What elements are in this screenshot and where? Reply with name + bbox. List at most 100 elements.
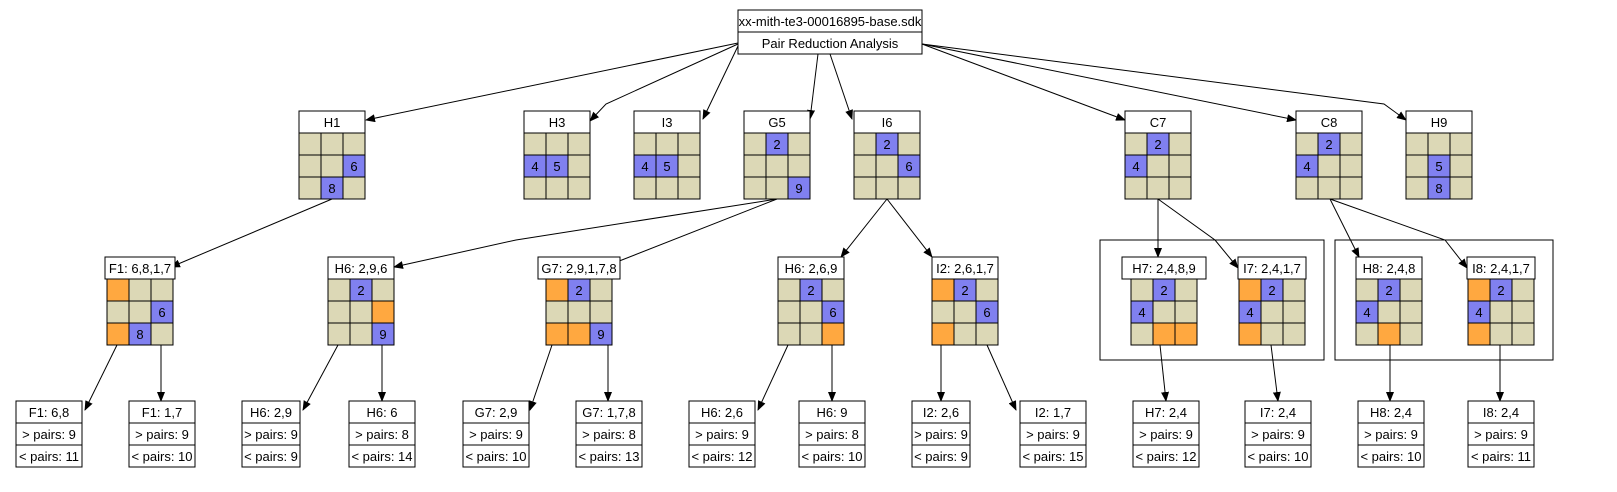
grid-node-label: H9: [1431, 115, 1448, 130]
grid-cell: [150, 322, 174, 346]
grid-cell: [975, 322, 999, 346]
grid-cell: [342, 132, 366, 156]
leaf-label: H8: 2,4: [1370, 405, 1412, 420]
grid-node-g7: G7: 2,9,1,7,829: [537, 256, 621, 346]
grid-cell: [371, 278, 395, 302]
grid-cell: [1377, 300, 1401, 324]
grid-cell: [545, 278, 569, 302]
grid-node-f1: F1: 6,8,1,768: [104, 256, 176, 346]
leaf-less-pairs: < pairs: 15: [1022, 449, 1083, 464]
edge: [986, 344, 1017, 411]
edge: [1270, 344, 1281, 402]
cell-digit: 2: [1385, 283, 1392, 298]
grid-cell: [567, 132, 591, 156]
leaf-node: G7: 1,7,8> pairs: 8< pairs: 13: [575, 400, 643, 468]
grid-cell: [1152, 300, 1176, 324]
grid-cell: [545, 300, 569, 324]
cell-digit: 4: [1138, 305, 1145, 320]
edge: [829, 53, 853, 120]
leaf-less-pairs: < pairs: 10: [1247, 449, 1308, 464]
cell-digit: 2: [807, 283, 814, 298]
leaf-node: H7: 2,4> pairs: 9< pairs: 12: [1132, 400, 1200, 468]
grid-cell: [1168, 176, 1192, 200]
grid-cell: [1467, 322, 1491, 346]
grid-cell: [875, 154, 899, 178]
grid-cell: [821, 322, 845, 346]
leaf-more-pairs: > pairs: 9: [914, 427, 968, 442]
edge: [1157, 198, 1239, 269]
leaf-less-pairs: < pairs: 11: [1471, 449, 1531, 464]
cell-digit: 2: [1160, 283, 1167, 298]
edge: [589, 43, 739, 122]
edge: [603, 198, 778, 268]
grid-cell: [633, 132, 657, 156]
grid-cell: [128, 300, 152, 324]
leaf-label: I8: 2,4: [1483, 405, 1519, 420]
leaf-node: H6: 9> pairs: 8< pairs: 10: [798, 400, 866, 468]
cell-digit: 2: [961, 283, 968, 298]
grid-node-label: I6: [882, 115, 893, 130]
grid-cell: [1168, 154, 1192, 178]
grid-cell: [523, 132, 547, 156]
edge: [365, 42, 739, 123]
edge: [1329, 198, 1360, 258]
leaf-less-pairs: < pairs: 12: [1135, 449, 1196, 464]
grid-cell: [677, 176, 701, 200]
grid-cell: [1427, 132, 1451, 156]
grid-cell: [545, 132, 569, 156]
grid-cell: [371, 300, 395, 324]
grid-cell: [1317, 154, 1341, 178]
grid-cell: [567, 322, 591, 346]
grid-cell: [1124, 176, 1148, 200]
grid-cell: [765, 176, 789, 200]
grid-cell: [743, 154, 767, 178]
grid-cell: [1449, 176, 1473, 200]
leaf-node: G7: 2,9> pairs: 9< pairs: 10: [462, 400, 530, 468]
grid-node-label: C8: [1321, 115, 1338, 130]
edge: [529, 344, 553, 411]
grid-cell: [655, 176, 679, 200]
grid-cell: [1282, 300, 1306, 324]
grid-cell: [743, 132, 767, 156]
grid-cell: [1282, 322, 1306, 346]
cell-digit: 6: [905, 159, 912, 174]
grid-cell: [1511, 322, 1535, 346]
leaf-less-pairs: < pairs: 13: [578, 449, 639, 464]
grid-cell: [777, 322, 801, 346]
leaf-less-pairs: < pairs: 10: [465, 449, 526, 464]
grid-cell: [150, 278, 174, 302]
cell-digit: 4: [1303, 159, 1310, 174]
leaf-more-pairs: > pairs: 9: [244, 427, 298, 442]
grid-node-label: H1: [324, 115, 341, 130]
edge: [921, 43, 1126, 121]
cell-digit: 8: [1435, 181, 1442, 196]
grid-cell: [545, 322, 569, 346]
leaf-node: I2: 2,6> pairs: 9< pairs: 9: [911, 400, 971, 468]
grid-cell: [1238, 278, 1262, 302]
edge: [393, 198, 778, 269]
grid-cell: [655, 132, 679, 156]
leaf-less-pairs: < pairs: 14: [351, 449, 412, 464]
grid-cell: [589, 300, 613, 324]
grid-cell: [1489, 300, 1513, 324]
leaf-less-pairs: < pairs: 11: [19, 449, 79, 464]
cell-digit: 6: [829, 305, 836, 320]
grid-cell: [1238, 322, 1262, 346]
cluster-c7: [1099, 239, 1325, 361]
grid-cell: [567, 154, 591, 178]
cell-digit: 6: [158, 305, 165, 320]
grid-node-label: I7: 2,4,1,7: [1243, 261, 1301, 276]
grid-cell: [633, 176, 657, 200]
grid-cell: [853, 132, 877, 156]
leaf-label: G7: 1,7,8: [582, 405, 635, 420]
grid-cell: [1130, 278, 1154, 302]
grid-node-label: F1: 6,8,1,7: [109, 261, 171, 276]
grid-cell: [821, 278, 845, 302]
grid-cell: [799, 322, 823, 346]
grid-cell: [953, 322, 977, 346]
